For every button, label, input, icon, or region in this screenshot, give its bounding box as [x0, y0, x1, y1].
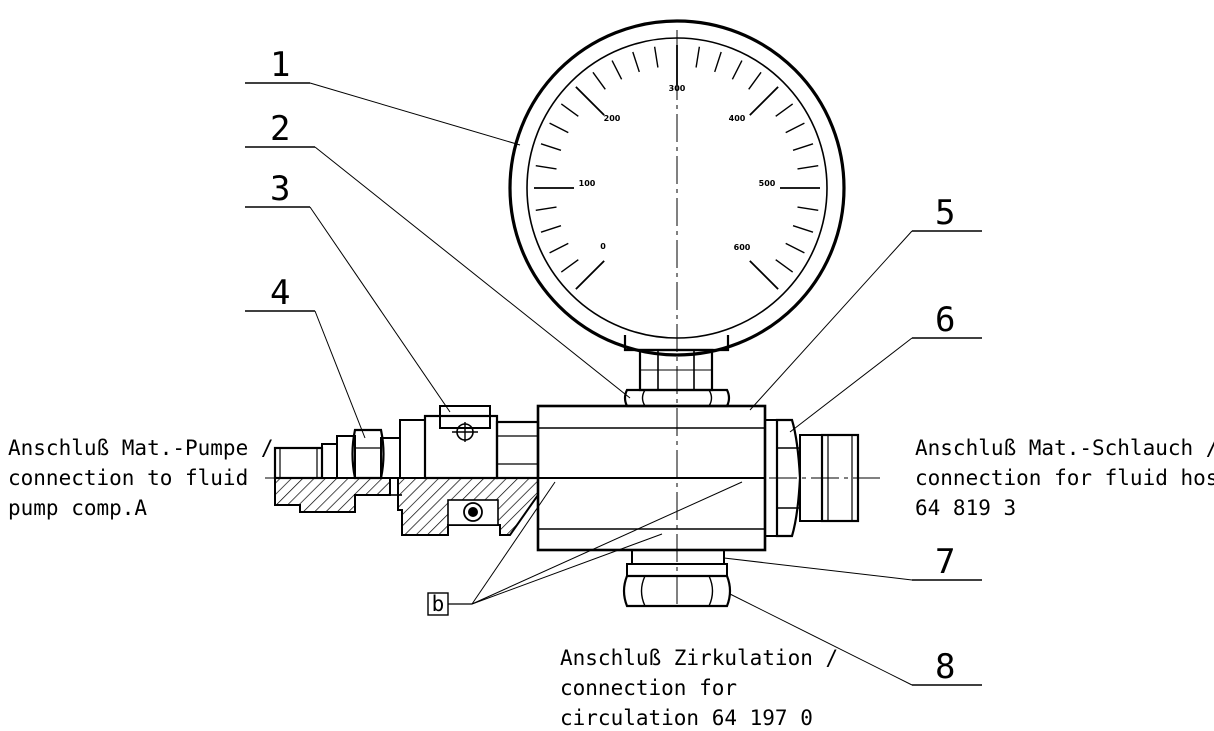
gauge-scale-600: 600	[734, 243, 751, 252]
gauge-tick	[749, 86, 779, 116]
bottom-fitting	[622, 549, 732, 608]
callout-7: 7	[935, 542, 955, 582]
gauge-tick	[695, 46, 701, 68]
gauge-tick	[797, 206, 819, 212]
gauge-tick	[792, 225, 814, 233]
leader-lines	[245, 82, 982, 686]
gauge-scale-400: 400	[729, 114, 746, 123]
gauge-tick	[714, 51, 722, 73]
right-label-line-1: Anschluß Mat.-Schlauch /	[915, 436, 1214, 460]
gauge-tick	[535, 164, 557, 170]
callout-4: 4	[270, 273, 290, 313]
right-label-line-2: connection for fluid hose	[915, 466, 1214, 490]
bottom-label-line-2: connection for	[560, 676, 737, 700]
gauge-tick	[549, 242, 569, 254]
left-assembly	[273, 405, 540, 536]
callout-1: 1	[270, 45, 290, 85]
gauge-scale-500: 500	[759, 179, 776, 188]
left-label-line-2: connection to fluid	[8, 466, 248, 490]
gauge-tick	[611, 60, 623, 80]
callout-5: 5	[935, 193, 955, 233]
left-label-line-1: Anschluß Mat.-Pumpe /	[8, 436, 274, 460]
gauge-tick	[775, 103, 794, 117]
gauge-scale-200: 200	[604, 114, 621, 123]
gauge-tick	[540, 225, 562, 233]
callout-2: 2	[270, 109, 290, 149]
gauge-scale-0: 0	[600, 242, 606, 251]
marker-box	[427, 592, 449, 616]
gauge-tick	[540, 143, 562, 151]
callout-3: 3	[270, 169, 290, 209]
gauge-tick	[560, 103, 579, 117]
gauge-tick	[535, 206, 557, 212]
bottom-label-line-3: circulation 64 197 0	[560, 706, 813, 730]
callout-6: 6	[935, 300, 955, 340]
bottom-label-line-1: Anschluß Zirkulation /	[560, 646, 838, 670]
callout-8: 8	[935, 647, 955, 687]
gauge-tick	[632, 51, 640, 73]
gauge-tick	[575, 86, 605, 116]
gauge-tick	[560, 259, 579, 273]
gauge-tick	[592, 71, 606, 90]
gauge-ticks	[534, 45, 820, 290]
gauge-tick	[785, 242, 805, 254]
gauge-tick	[749, 260, 779, 290]
right-fitting	[764, 418, 860, 538]
gauge-scale-100: 100	[579, 179, 596, 188]
gauge-tick	[748, 71, 762, 90]
right-label-line-3: 64 819 3	[915, 496, 1016, 520]
left-label-line-3: pump comp.A	[8, 496, 147, 520]
gauge-tick	[797, 164, 819, 170]
gauge-tick	[792, 143, 814, 151]
gauge-tick	[549, 122, 569, 134]
marker-b: b	[432, 592, 445, 616]
gauge-tick	[785, 122, 805, 134]
gauge-tick	[731, 60, 743, 80]
gauge-tick	[653, 46, 659, 68]
gauge-tick	[575, 260, 605, 290]
gauge-tick	[775, 259, 794, 273]
